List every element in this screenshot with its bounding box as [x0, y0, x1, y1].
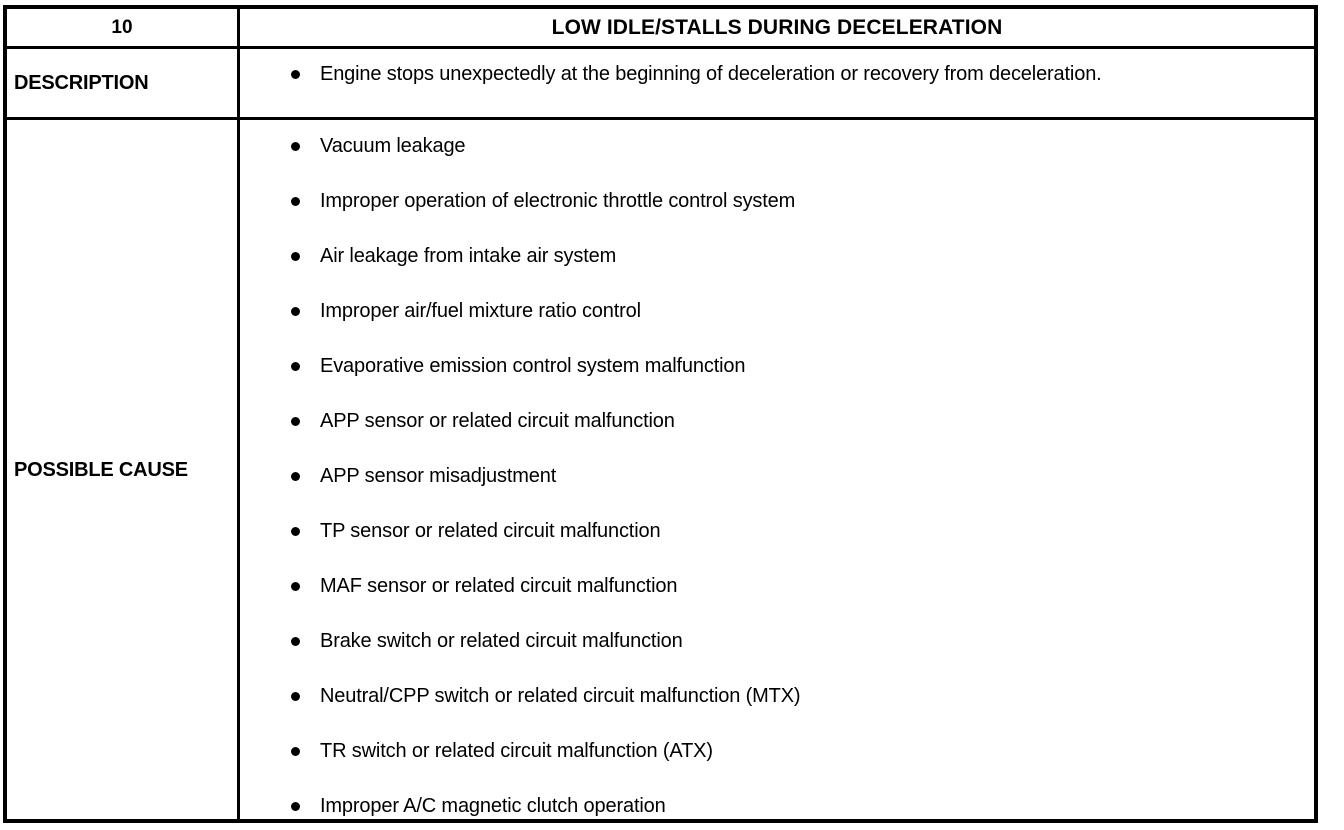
- list-item-text: Neutral/CPP switch or related circuit ma…: [320, 685, 801, 707]
- list-item: APP sensor misadjustment: [240, 463, 1314, 489]
- symptom-index-cell: 10: [7, 9, 240, 46]
- bullet-icon: [291, 692, 300, 701]
- description-body-cell: Engine stops unexpectedly at the beginni…: [240, 49, 1314, 117]
- bullet-icon: [291, 802, 300, 811]
- bullet-icon: [291, 307, 300, 316]
- list-item-text: MAF sensor or related circuit malfunctio…: [320, 575, 678, 597]
- possible-cause-row: POSSIBLE CAUSE Vacuum leakage Improper o…: [7, 120, 1314, 820]
- list-item: Improper operation of electronic throttl…: [240, 188, 1314, 214]
- description-row: DESCRIPTION Engine stops unexpectedly at…: [7, 49, 1314, 120]
- description-label: DESCRIPTION: [14, 72, 149, 94]
- list-item: MAF sensor or related circuit malfunctio…: [240, 573, 1314, 599]
- bullet-icon: [291, 747, 300, 756]
- symptom-title: LOW IDLE/STALLS DURING DECELERATION: [551, 16, 1003, 39]
- symptom-title-cell: LOW IDLE/STALLS DURING DECELERATION: [240, 9, 1314, 46]
- list-item: TR switch or related circuit malfunction…: [240, 738, 1314, 764]
- table-header-row: 10 LOW IDLE/STALLS DURING DECELERATION: [7, 9, 1314, 49]
- list-item-text: TP sensor or related circuit malfunction: [320, 520, 661, 542]
- list-item: Engine stops unexpectedly at the beginni…: [240, 61, 1314, 87]
- bullet-icon: [291, 197, 300, 206]
- possible-cause-label: POSSIBLE CAUSE: [14, 459, 188, 481]
- list-item-text: TR switch or related circuit malfunction…: [320, 740, 713, 762]
- list-item-text: Brake switch or related circuit malfunct…: [320, 630, 683, 652]
- list-item: Neutral/CPP switch or related circuit ma…: [240, 683, 1314, 709]
- list-item: APP sensor or related circuit malfunctio…: [240, 408, 1314, 434]
- list-item: Air leakage from intake air system: [240, 243, 1314, 269]
- bullet-icon: [291, 142, 300, 151]
- description-list: Engine stops unexpectedly at the beginni…: [240, 49, 1314, 87]
- list-item: TP sensor or related circuit malfunction: [240, 518, 1314, 544]
- list-item-text: Engine stops unexpectedly at the beginni…: [320, 63, 1102, 85]
- bullet-icon: [291, 70, 300, 79]
- list-item-text: Improper operation of electronic throttl…: [320, 190, 796, 212]
- list-item-text: Vacuum leakage: [320, 135, 466, 157]
- list-item-text: Improper air/fuel mixture ratio control: [320, 300, 641, 322]
- list-item: Improper A/C magnetic clutch operation: [240, 793, 1314, 819]
- possible-cause-body-cell: Vacuum leakage Improper operation of ele…: [240, 120, 1314, 820]
- bullet-icon: [291, 417, 300, 426]
- list-item: Improper air/fuel mixture ratio control: [240, 298, 1314, 324]
- bullet-icon: [291, 582, 300, 591]
- possible-cause-label-cell: POSSIBLE CAUSE: [7, 120, 240, 820]
- dtc-table: 10 LOW IDLE/STALLS DURING DECELERATION D…: [3, 5, 1318, 823]
- bullet-icon: [291, 362, 300, 371]
- list-item: Brake switch or related circuit malfunct…: [240, 628, 1314, 654]
- list-item: Vacuum leakage: [240, 133, 1314, 159]
- list-item-text: Improper A/C magnetic clutch operation: [320, 795, 666, 817]
- list-item-text: Evaporative emission control system malf…: [320, 355, 746, 377]
- list-item-text: Air leakage from intake air system: [320, 245, 617, 267]
- list-item-text: APP sensor misadjustment: [320, 465, 557, 487]
- possible-cause-list: Vacuum leakage Improper operation of ele…: [240, 120, 1314, 819]
- bullet-icon: [291, 637, 300, 646]
- description-label-cell: DESCRIPTION: [7, 49, 240, 117]
- bullet-icon: [291, 472, 300, 481]
- bullet-icon: [291, 252, 300, 261]
- bullet-icon: [291, 527, 300, 536]
- list-item: Evaporative emission control system malf…: [240, 353, 1314, 379]
- list-item-text: APP sensor or related circuit malfunctio…: [320, 410, 675, 432]
- symptom-index: 10: [111, 17, 133, 38]
